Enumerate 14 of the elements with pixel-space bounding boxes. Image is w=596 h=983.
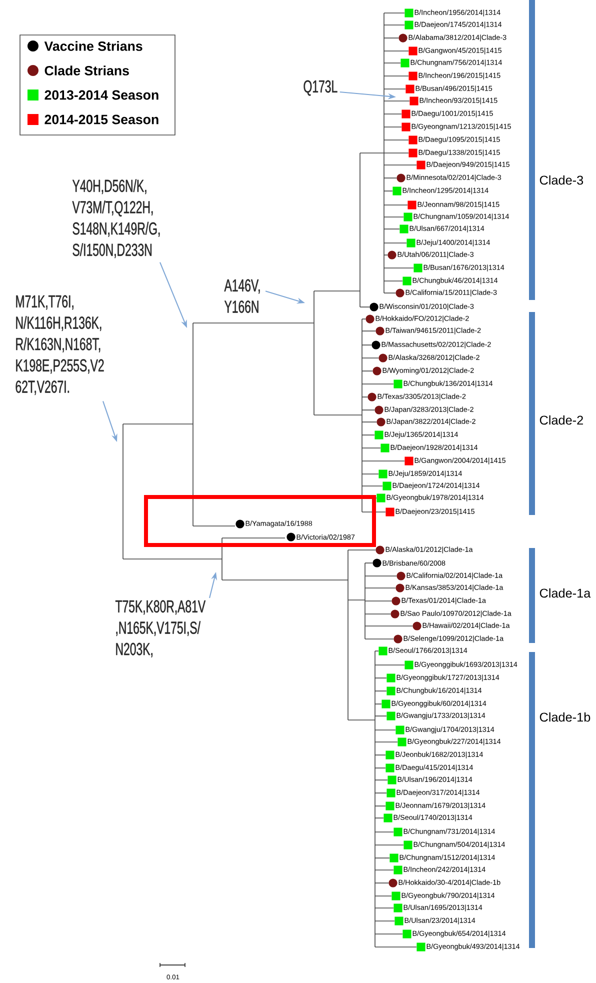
mutation-label: A146V, Y166N	[224, 279, 260, 313]
clade-label: Clade-2	[540, 415, 583, 425]
highlight-box	[144, 495, 376, 547]
mutation-label: Y40H,D56N/K, V73M/T,Q122H, S148N,K149R/G, S/I150N,D233N	[72, 179, 160, 258]
legend-label: Vaccine Strians	[44, 41, 142, 51]
clade-label: Clade-3	[540, 175, 584, 185]
mutation-label: T75K,K80R,A81V ,N165K,V175I,S/ N203K,	[115, 600, 206, 658]
legend-label: 2014-2015 Season	[44, 114, 158, 124]
clade-label: Clade-1a	[540, 588, 591, 598]
mutation-label: Q173L	[304, 80, 338, 96]
legend-label: 2013-2014 Season	[44, 90, 158, 100]
legend-label: Clade Strians	[44, 66, 129, 76]
clade-label: Clade-1b	[540, 712, 590, 722]
mutation-label: M71K,T76I, N/K116H,R136K, R/K163N,N168T, K198E,P255S,V2 62T,V267I.	[16, 295, 104, 395]
